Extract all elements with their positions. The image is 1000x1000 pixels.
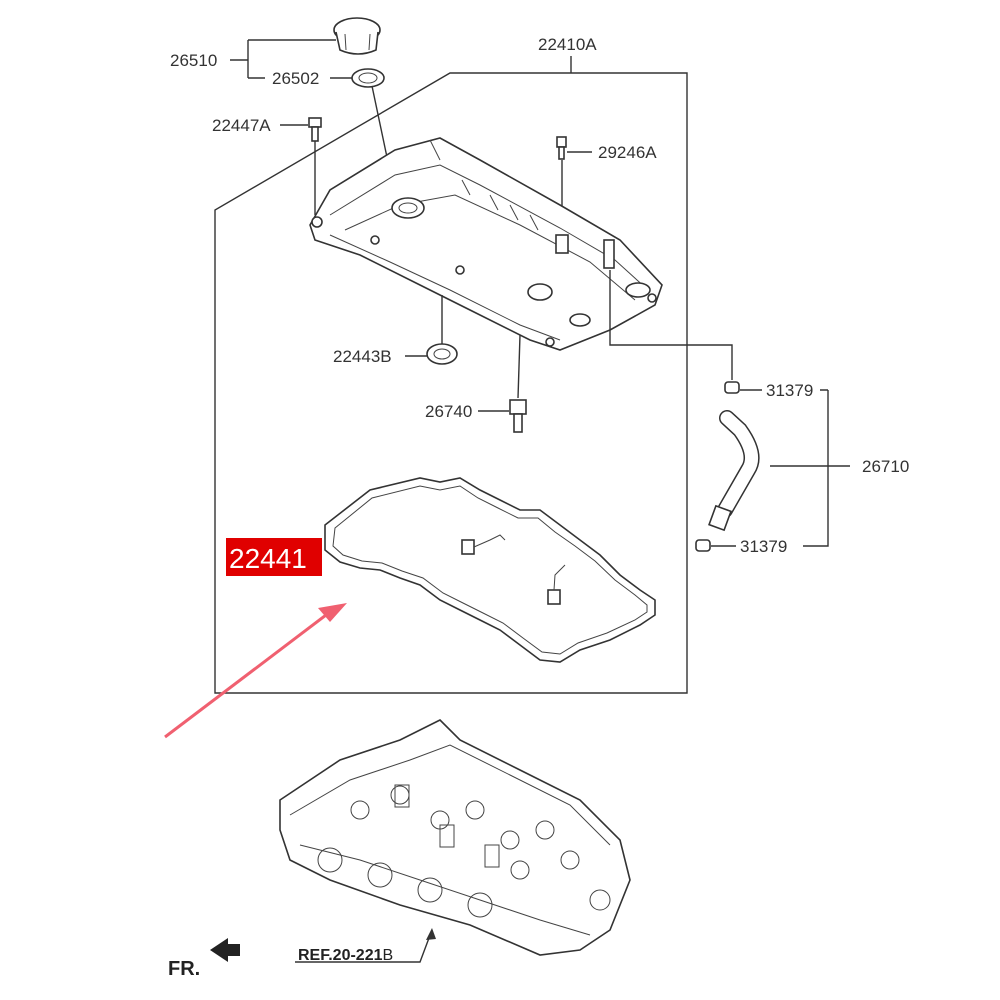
- label-clip-bottom: 31379: [740, 537, 787, 556]
- label-cover-assy: 22410A: [538, 35, 597, 54]
- assembly-frame: [214, 72, 688, 694]
- label-clip-top: 31379: [766, 381, 813, 400]
- hose-bracket: [770, 389, 850, 547]
- gasket-highlight-box: [226, 538, 322, 576]
- ref-leader: [295, 929, 433, 963]
- oil-seal: [426, 343, 458, 365]
- clip-bottom: [695, 539, 711, 552]
- valve-cover-gasket: [324, 477, 656, 663]
- cylinder-head: [279, 719, 631, 956]
- pointer-arrow: [164, 603, 347, 739]
- breather-hose: [708, 410, 760, 532]
- oil-filler-cap: [333, 17, 381, 55]
- oil-cap-bracket: [230, 39, 336, 79]
- stud: [556, 136, 567, 160]
- label-cap-gasket: 26502: [272, 69, 319, 88]
- label-ref: REF.20-221B: [298, 947, 393, 964]
- pcv-valve: [509, 399, 527, 433]
- label-seal: 22443B: [333, 347, 392, 366]
- bolt: [308, 117, 322, 142]
- label-oil-cap: 26510: [170, 51, 217, 70]
- label-pcv-valve: 26740: [425, 402, 472, 421]
- pcv-up-leader: [517, 334, 521, 399]
- front-arrow-icon: [210, 938, 240, 962]
- cover-to-clip-leader: [609, 270, 733, 380]
- cap-gasket: [351, 68, 385, 88]
- label-bolt: 22447A: [212, 116, 271, 135]
- clip-top: [724, 381, 740, 394]
- valve-cover: [309, 137, 663, 351]
- label-front: FR.: [168, 958, 200, 980]
- label-hose: 26710: [862, 457, 909, 476]
- label-stud: 29246A: [598, 143, 657, 162]
- gasket-label: 22441: [229, 543, 307, 574]
